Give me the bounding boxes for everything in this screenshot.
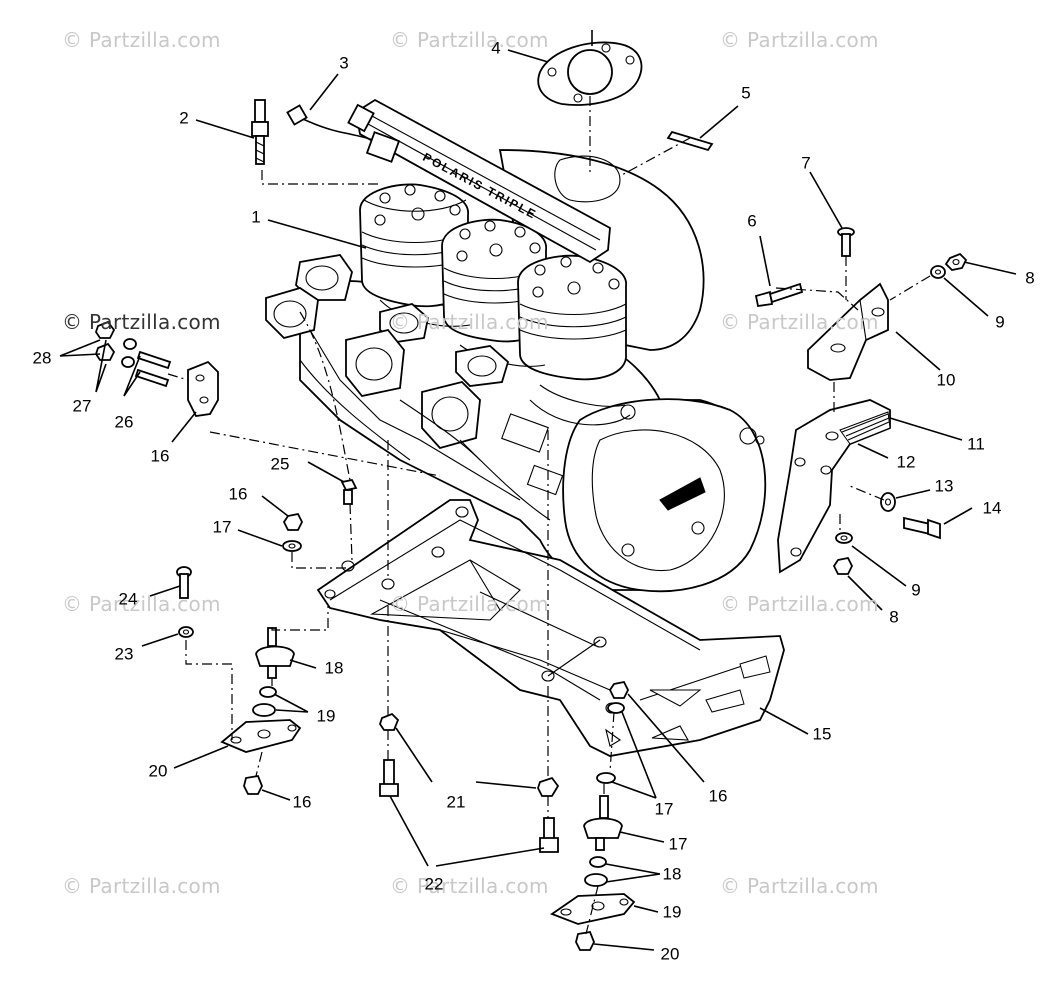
bolt-22-left — [379, 759, 399, 797]
callout-20-left: 20 — [148, 761, 168, 781]
upper-bracket — [807, 282, 889, 381]
callout-21: 21 — [446, 792, 466, 812]
washer-13 — [880, 492, 896, 512]
nuts-29 — [95, 320, 116, 361]
watermark: © Partzilla.com — [390, 28, 549, 52]
watermark: © Partzilla.com — [720, 28, 879, 52]
callout-2: 2 — [179, 108, 189, 128]
callout-7: 7 — [801, 153, 811, 173]
callout-16-bottom: 20 — [660, 944, 680, 964]
plug-wire — [286, 104, 401, 163]
spark-plug — [251, 99, 269, 165]
washers-19-right — [584, 856, 608, 887]
callout-10: 10 — [936, 370, 956, 390]
callout-17-left: 17 — [212, 517, 232, 537]
washer-17-left — [282, 540, 302, 552]
watermark: © Partzilla.com — [720, 874, 879, 898]
callout-16-right: 16 — [708, 786, 728, 806]
callout-13: 13 — [934, 476, 954, 496]
washers-19-left — [252, 686, 277, 717]
callout-27: 26 — [114, 412, 134, 432]
nut-16-right — [608, 680, 630, 699]
callout-12: 12 — [896, 452, 916, 472]
bolt-7 — [837, 227, 855, 257]
callout-8-lower: 8 — [889, 607, 899, 627]
washer-plate — [666, 130, 714, 152]
watermark: © Partzilla.com — [390, 592, 549, 616]
callout-1: 1 — [251, 207, 261, 227]
callout-9: 9 — [995, 312, 1005, 332]
studs-27 — [134, 350, 172, 388]
watermark: © Partzilla.com — [62, 310, 221, 334]
callout-3: 3 — [339, 53, 349, 73]
engine-block — [265, 98, 767, 593]
bolt-25 — [340, 478, 358, 505]
callout-22: 22 — [424, 874, 444, 894]
nut-16-lower-right — [575, 930, 595, 951]
watermark: © Partzilla.com — [720, 310, 879, 334]
callout-26: 16 — [150, 446, 170, 466]
callout-16-upper-left: 16 — [228, 484, 248, 504]
washers-28 — [121, 338, 137, 368]
washer-9b — [835, 532, 853, 544]
callout-28: 27 — [72, 396, 92, 416]
lower-bracket — [777, 399, 891, 574]
callout-16-lower-left: 16 — [292, 792, 312, 812]
mount-plate-20-left — [220, 719, 302, 753]
callout-20-right: 19 — [662, 902, 682, 922]
small-bracket-26 — [187, 360, 219, 417]
callout-17-right: 17 — [654, 799, 674, 819]
callout-24: 24 — [118, 589, 138, 609]
nut-16-lower-left — [243, 774, 263, 795]
callout-18-left: 18 — [324, 658, 344, 678]
callout-4: 4 — [491, 38, 501, 58]
nut-8a — [944, 252, 968, 271]
callout-5: 5 — [741, 83, 751, 103]
callout-15: 15 — [812, 724, 832, 744]
watermark: © Partzilla.com — [390, 874, 549, 898]
callout-25: 25 — [270, 454, 290, 474]
bolt-6 — [754, 282, 804, 308]
rubber-mount-18-right — [583, 795, 623, 851]
bolt-24 — [176, 566, 192, 599]
nut-8b — [832, 556, 854, 575]
callout-leader-lines — [59, 30, 1017, 951]
callout-14: 14 — [982, 498, 1002, 518]
callout-19-left: 19 — [316, 706, 336, 726]
washer-23 — [178, 626, 194, 638]
assembly-guide-lines — [167, 96, 931, 935]
nut-21-left — [379, 712, 400, 731]
watermark: © Partzilla.com — [390, 310, 549, 334]
callout-19-right: 18 — [662, 864, 682, 884]
bolt-22-right — [539, 817, 559, 853]
engine-mount-plate — [316, 499, 785, 757]
watermark: © Partzilla.com — [62, 874, 221, 898]
callout-9-lower: 9 — [911, 580, 921, 600]
bolt-14 — [903, 516, 941, 540]
rubber-mount-18-left — [255, 627, 295, 679]
watermark: © Partzilla.com — [720, 592, 879, 616]
washer-17-right-lower — [596, 772, 616, 784]
callout-23: 23 — [114, 644, 134, 664]
nut-21-right — [537, 776, 560, 797]
callout-29: 28 — [32, 348, 52, 368]
washer-9a — [930, 265, 946, 279]
watermark: © Partzilla.com — [62, 592, 221, 616]
callout-18-right: 17 — [668, 834, 688, 854]
nut-16-left — [282, 512, 304, 531]
exhaust-gasket — [537, 41, 643, 106]
watermark: © Partzilla.com — [62, 28, 221, 52]
callout-11: 11 — [967, 434, 985, 454]
washer-17-right-upper — [607, 702, 625, 714]
callout-8: 8 — [1025, 268, 1035, 288]
mount-plate-20-right — [550, 893, 636, 925]
callout-6: 6 — [747, 211, 757, 231]
